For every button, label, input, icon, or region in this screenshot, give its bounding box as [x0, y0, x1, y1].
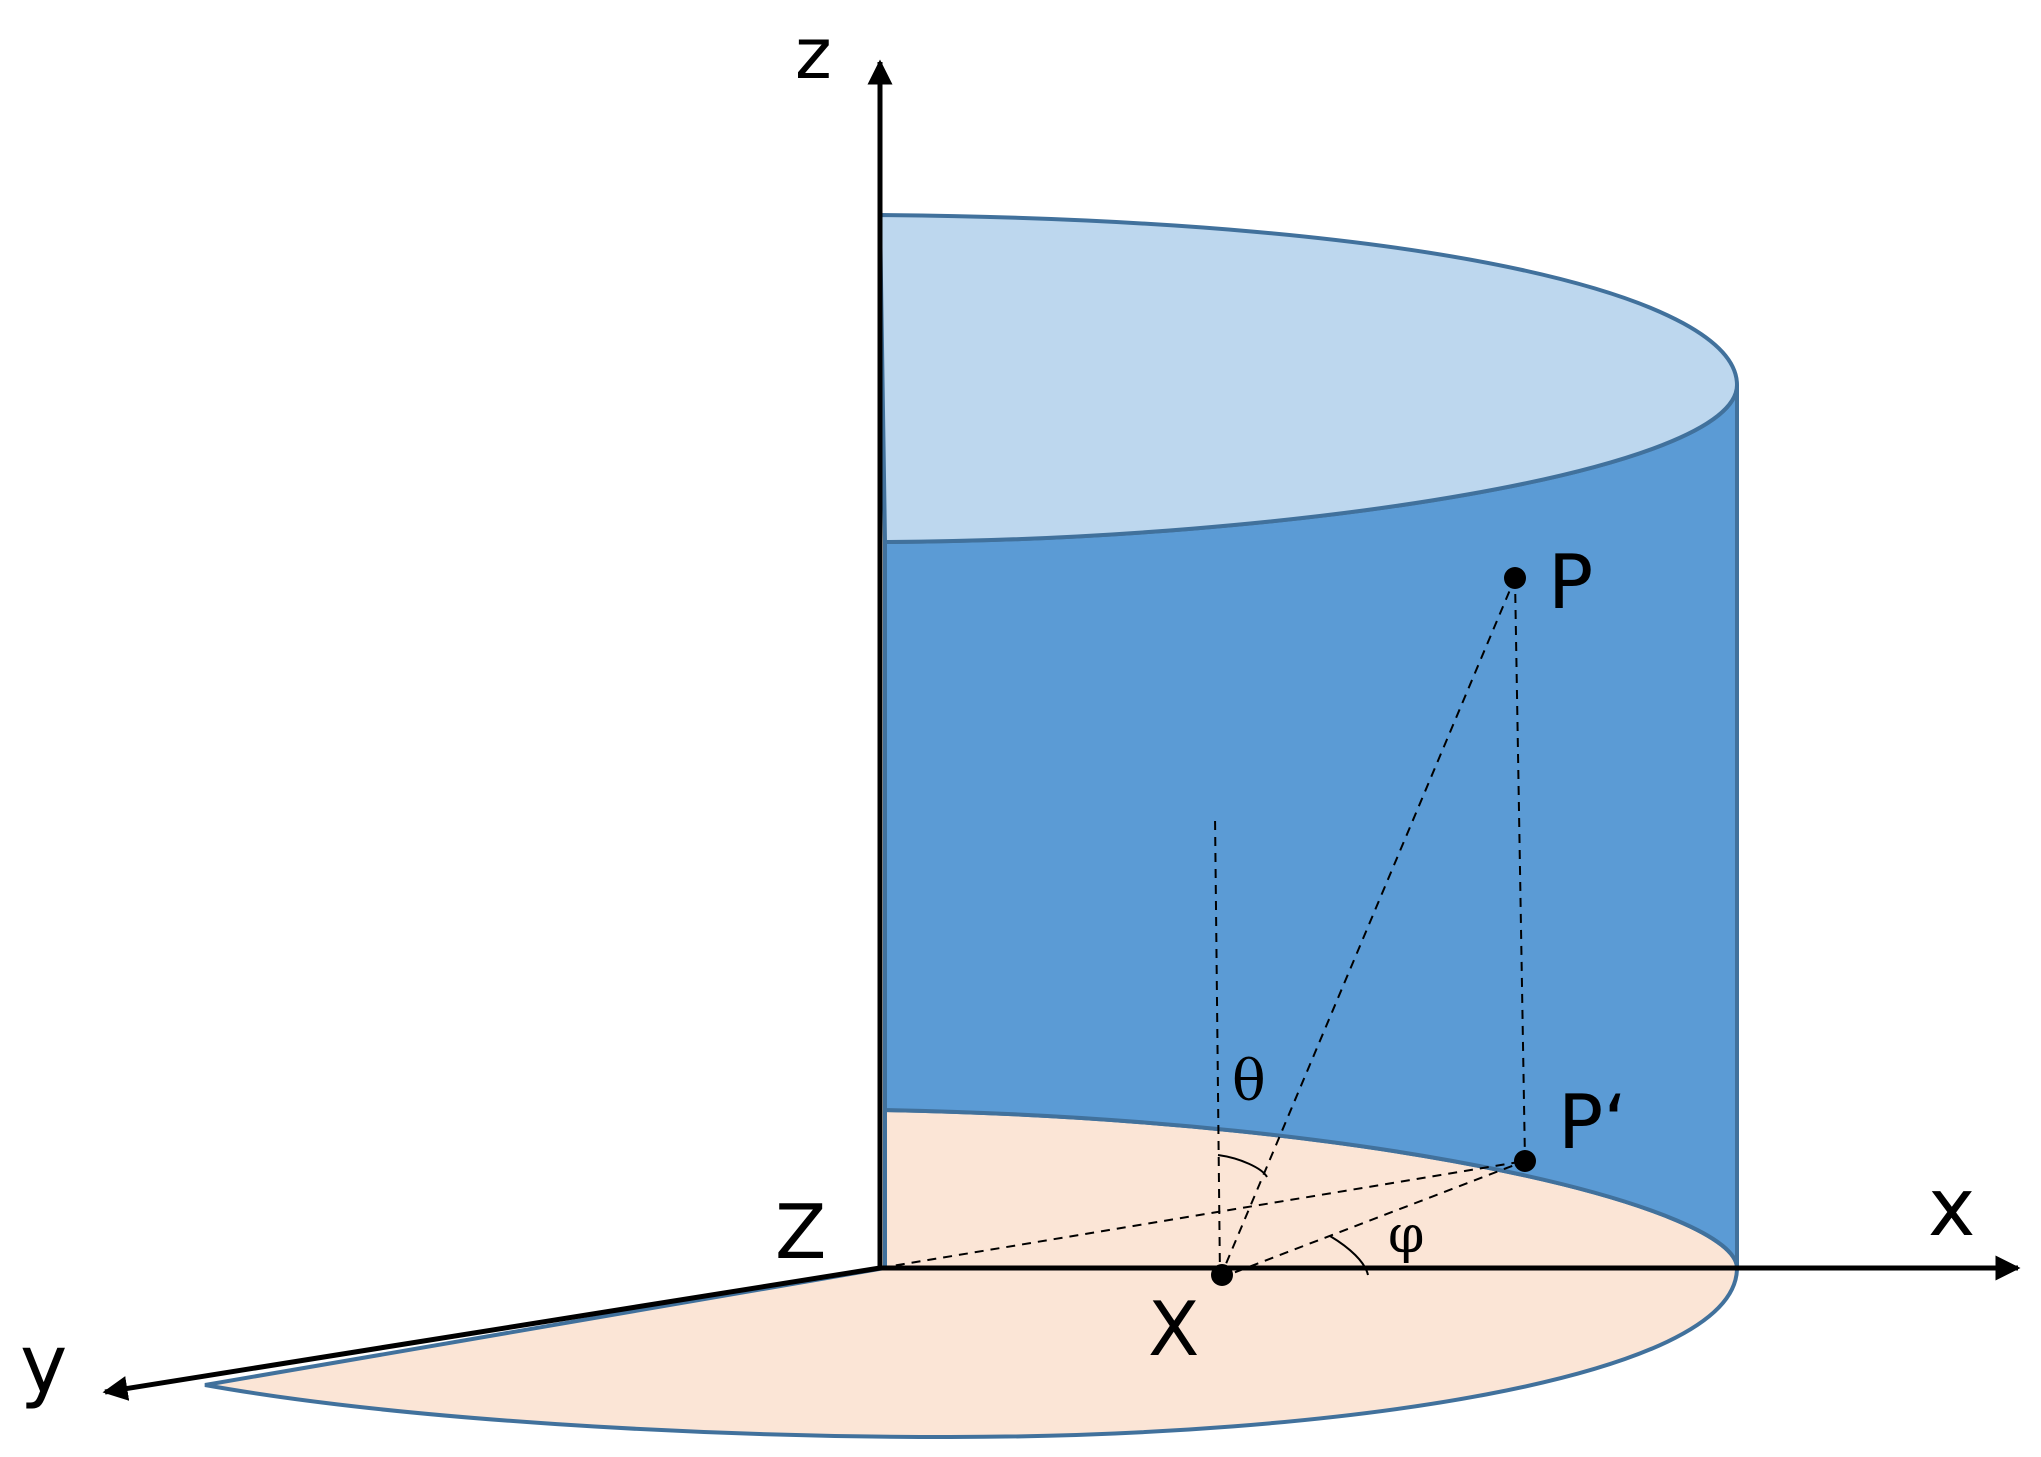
point-p-label: P: [1548, 538, 1593, 626]
axis-x-label: x: [1928, 1161, 1975, 1254]
angle-phi-label: φ: [1388, 1205, 1424, 1265]
line-z-to-p-prime: [879, 1160, 1526, 1269]
point-p-marker: [1504, 567, 1526, 589]
point-p-prime-marker: [1514, 1150, 1536, 1172]
origin-label: Z: [775, 1188, 826, 1276]
top-face: [877, 212, 1740, 545]
y-axis: [102, 1265, 881, 1401]
line-p-to-p-prime: [1514, 577, 1526, 1162]
vertical-reference-line: [1214, 814, 1221, 1279]
point-x-marker: [1211, 1264, 1233, 1286]
angle-theta-label: θ: [1232, 1049, 1266, 1114]
construction-lines: [879, 577, 1526, 1279]
line-x-to-p-prime: [1219, 1160, 1526, 1279]
axis-y-label: y: [20, 1318, 67, 1411]
phi-arc: [1329, 1235, 1369, 1276]
axis-z-label: z: [795, 13, 832, 95]
point-p-prime-label: P‘: [1558, 1078, 1627, 1166]
theta-arc: [1217, 1154, 1268, 1178]
point-x-label: X: [1148, 1285, 1199, 1373]
